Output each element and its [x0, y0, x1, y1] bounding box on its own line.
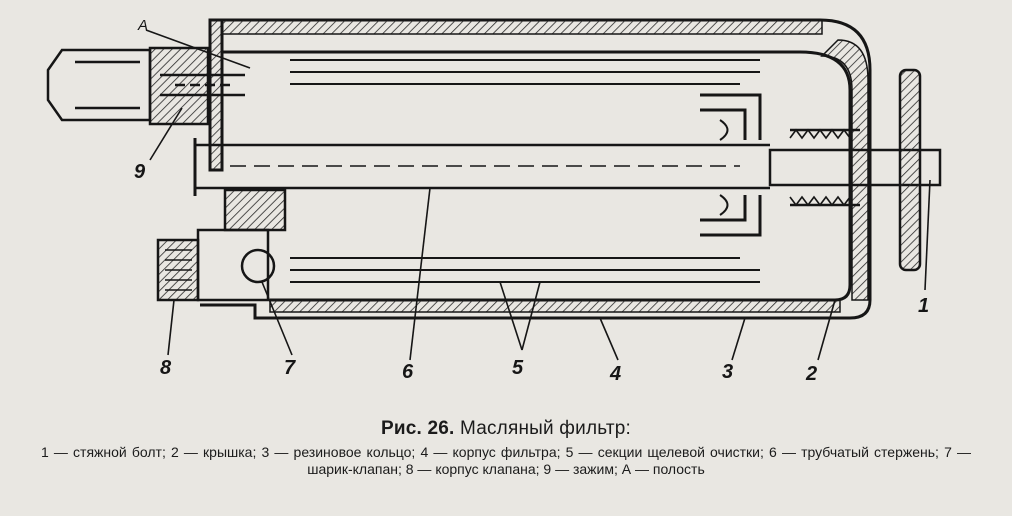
caption-title: Рис. 26. Масляный фильтр: [0, 418, 1012, 440]
label-6: 6 [402, 361, 414, 383]
filter-sections [290, 59, 762, 283]
figure-caption: Рис. 26. Масляный фильтр: 1 — стяжной бо… [0, 418, 1012, 478]
label-3: 3 [722, 361, 733, 383]
caption-label: Рис. 26. [380, 418, 455, 439]
callout-leaders [145, 29, 931, 361]
label-2: 2 [805, 363, 817, 385]
label-7: 7 [284, 357, 296, 379]
filter-housing [200, 18, 872, 320]
caption-heading: Масляный фильтр: [459, 418, 631, 439]
inlet-fitting [46, 46, 245, 126]
label-8: 8 [160, 357, 172, 379]
tension-bolt [768, 68, 942, 272]
label-5: 5 [512, 357, 524, 379]
label-a: А [137, 17, 148, 34]
oil-filter-drawing: А 9 1 2 3 4 5 6 7 8 [46, 17, 942, 385]
label-9: 9 [134, 161, 146, 183]
label-1: 1 [918, 295, 929, 317]
valve-assembly [156, 188, 287, 302]
label-4: 4 [609, 363, 621, 385]
tubular-rod [193, 138, 770, 196]
caption-legend: 1 — стяжной болт; 2 — крышка; 3 — резино… [41, 444, 971, 477]
